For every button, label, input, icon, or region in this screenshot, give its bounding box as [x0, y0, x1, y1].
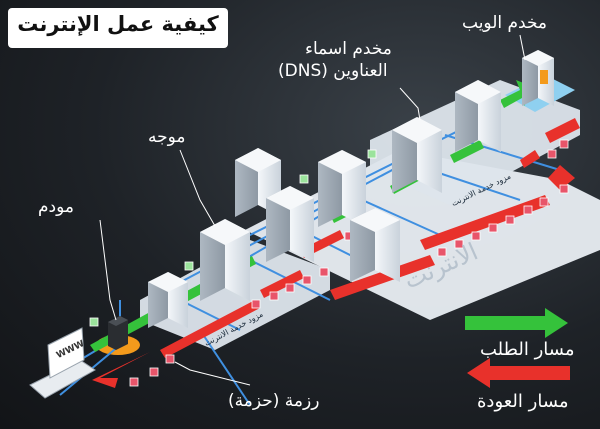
- router-server-6: [350, 208, 400, 282]
- isp-server: [455, 80, 501, 152]
- legend-return-label: مسار العودة: [477, 391, 569, 412]
- dns-server-label-line1: مخدم اسماء: [305, 39, 392, 59]
- modem-label: مودم: [38, 197, 74, 217]
- router-server-4: [266, 186, 314, 262]
- legend-request-label: مسار الطلب: [480, 339, 575, 360]
- title-box: [8, 8, 228, 48]
- router-server-5: [318, 150, 366, 227]
- router-label: موجه: [148, 127, 186, 147]
- router-server-1: [148, 272, 188, 328]
- dns-server: [392, 117, 442, 193]
- packets: [89, 139, 569, 387]
- page-title: كيفية عمل الإنترنت: [17, 12, 219, 36]
- dns-server-label-line2: العناوين (DNS): [278, 61, 388, 81]
- router-server-2: [200, 219, 250, 301]
- packet-label: رزمة (حزمة): [228, 391, 320, 411]
- legend-request-arrow: [465, 308, 568, 338]
- web-server-label: مخدم الويب: [462, 13, 548, 33]
- laptop: [29, 327, 96, 399]
- return-path: [92, 118, 580, 388]
- legend-return-arrow: [467, 358, 570, 388]
- modem: [108, 316, 128, 350]
- leader-lines: [99, 34, 526, 386]
- web-server: [522, 50, 554, 106]
